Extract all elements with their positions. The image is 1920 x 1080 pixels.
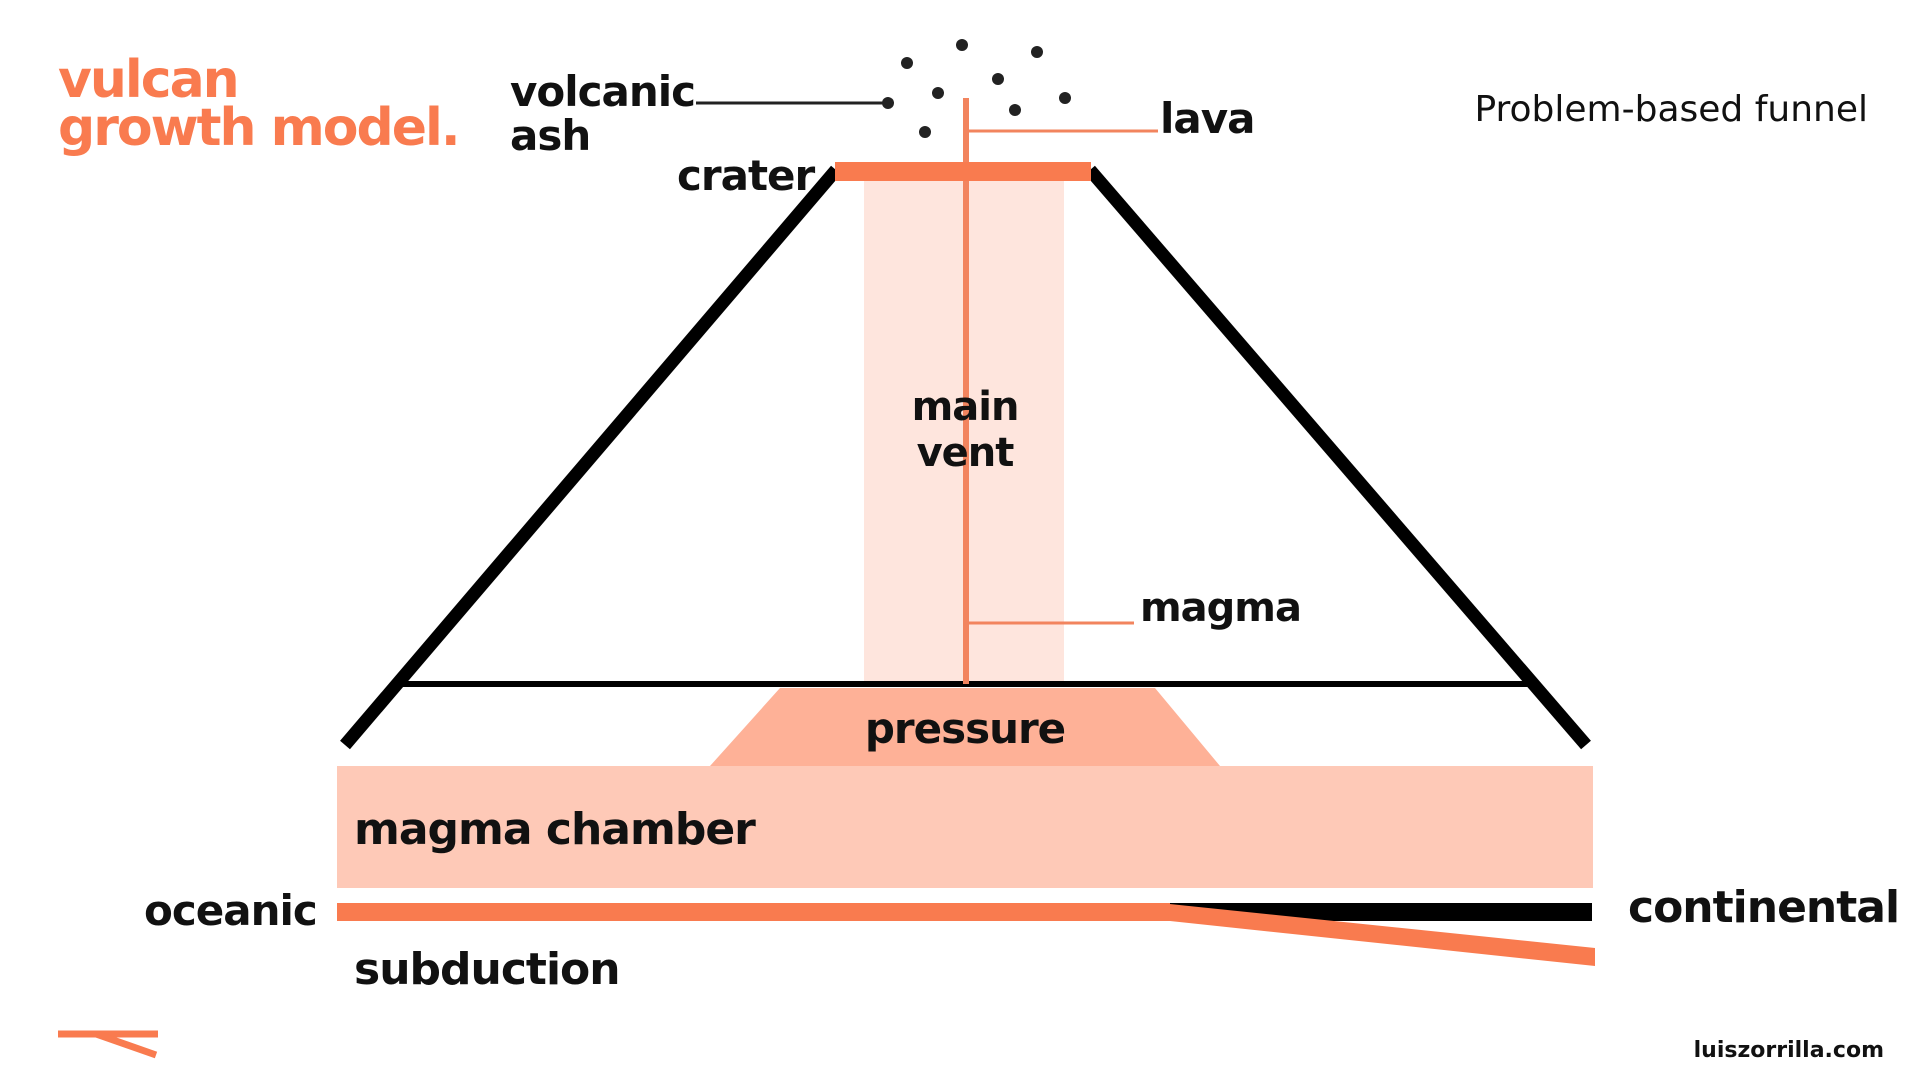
footer-credit: luiszorrilla.com xyxy=(1693,1038,1884,1063)
volcano-left-slope xyxy=(340,165,841,750)
ash-particle xyxy=(1059,92,1071,104)
volcanic-ash-label-line-2: ash xyxy=(510,111,591,160)
title-line-1: vulcan xyxy=(58,50,240,110)
subduction-label: subduction xyxy=(354,944,621,995)
ash-particle xyxy=(882,97,894,109)
oceanic-plate xyxy=(337,903,1170,921)
magma-chamber xyxy=(337,766,1593,888)
subduction-logo-icon xyxy=(58,1030,158,1059)
title-line-2: growth model. xyxy=(58,98,461,158)
lava-label: lava xyxy=(1160,94,1255,143)
ash-particle xyxy=(1031,46,1043,58)
ash-particle xyxy=(901,57,913,69)
ash-particle xyxy=(956,39,968,51)
subducting-slab xyxy=(1160,903,1595,966)
crater-label: crater xyxy=(677,151,815,200)
ash-particle xyxy=(919,126,931,138)
ash-particle xyxy=(992,73,1004,85)
logo-slope-stroke xyxy=(94,1030,158,1059)
ash-particle xyxy=(1009,104,1021,116)
pressure-zone xyxy=(710,688,1220,766)
ash-particle xyxy=(932,87,944,99)
main-vent-label: main vent xyxy=(880,384,1050,476)
main-vent-label-line-1: main xyxy=(911,384,1020,430)
magma-label: magma xyxy=(1140,585,1302,631)
volcanic-ash-label: volcanic ash xyxy=(510,67,696,160)
continental-label: continental xyxy=(1628,882,1900,933)
magma-chamber-label: magma chamber xyxy=(354,804,756,855)
volcano-right-slope xyxy=(1085,165,1591,750)
crater-rim xyxy=(835,162,1091,181)
slide-subtitle: Problem-based funnel xyxy=(1474,89,1868,130)
volcanic-ash-particles xyxy=(882,39,1071,138)
volcanic-ash-label-line-1: volcanic xyxy=(510,67,696,116)
oceanic-label: oceanic xyxy=(144,886,318,935)
slide-title: vulcan growth model. xyxy=(58,50,461,158)
main-vent-label-line-2: vent xyxy=(916,430,1015,476)
pressure-label: pressure xyxy=(864,704,1066,753)
